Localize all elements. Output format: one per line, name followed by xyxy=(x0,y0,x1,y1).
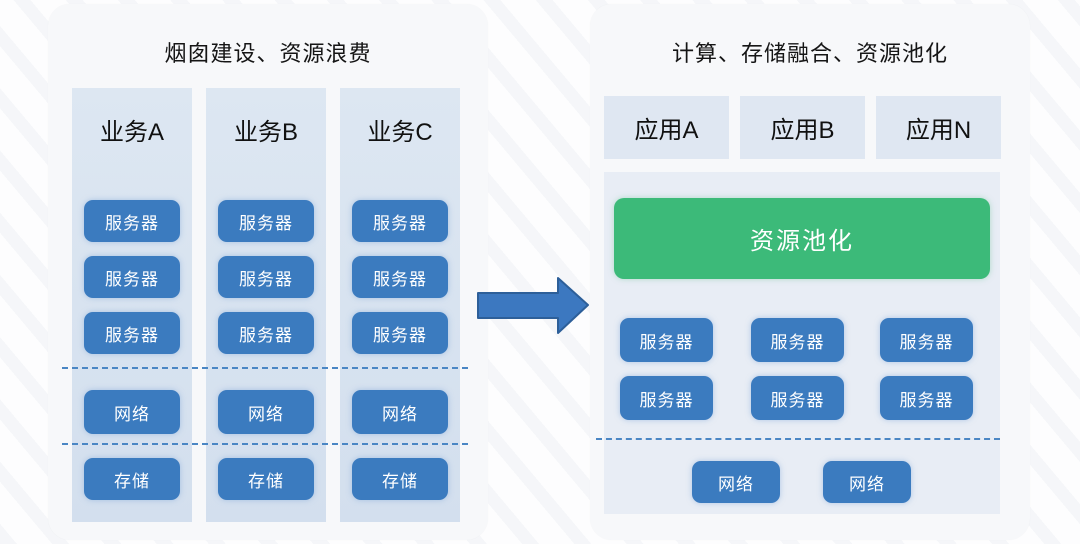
pooled-panel-title: 计算、存储融合、资源池化 xyxy=(671,41,948,66)
network-node: 网络 xyxy=(692,461,780,503)
server-node: 服务器 xyxy=(751,376,844,420)
silo-column-label: 业务C xyxy=(367,119,433,146)
app-box-b: 应用B xyxy=(740,96,865,159)
storage-layer-divider xyxy=(62,443,468,445)
network-node: 网络 xyxy=(218,390,314,434)
silo-column-business-b: 业务B 服务器 服务器 服务器 网络 存储 xyxy=(206,88,326,522)
server-node: 服务器 xyxy=(352,312,448,354)
silo-panel-card: 烟囱建设、资源浪费 业务A 服务器 服务器 服务器 网络 存储 业务B 服务器 … xyxy=(48,4,488,540)
silo-column-business-a: 业务A 服务器 服务器 服务器 网络 存储 xyxy=(72,88,192,522)
storage-node: 存储 xyxy=(84,458,180,500)
storage-node: 存储 xyxy=(352,458,448,500)
network-layer-divider xyxy=(62,367,468,369)
silo-column-label: 业务A xyxy=(99,119,164,146)
resource-pool-container: 资源池化 服务器 服务器 服务器 服务器 服务器 服务器 网络 网络 xyxy=(596,172,1000,514)
server-node: 服务器 xyxy=(84,200,180,242)
server-node: 服务器 xyxy=(84,312,180,354)
silo-column-label: 业务B xyxy=(233,119,298,146)
silo-panel-title: 烟囱建设、资源浪费 xyxy=(164,41,372,66)
resource-pool-banner: 资源池化 xyxy=(614,198,990,279)
server-node: 服务器 xyxy=(880,318,973,362)
server-node: 服务器 xyxy=(84,256,180,298)
server-node: 服务器 xyxy=(218,312,314,354)
server-node: 服务器 xyxy=(880,376,973,420)
server-node: 服务器 xyxy=(352,256,448,298)
server-node: 服务器 xyxy=(218,200,314,242)
storage-node: 存储 xyxy=(218,458,314,500)
silo-column-business-c: 业务C 服务器 服务器 服务器 网络 存储 xyxy=(340,88,460,522)
server-node: 服务器 xyxy=(751,318,844,362)
app-box-n: 应用N xyxy=(876,96,1001,159)
server-node: 服务器 xyxy=(218,256,314,298)
network-node: 网络 xyxy=(823,461,911,503)
server-node: 服务器 xyxy=(352,200,448,242)
right-arrow-icon xyxy=(474,272,594,338)
network-layer-divider xyxy=(596,438,1000,440)
app-box-a: 应用A xyxy=(604,96,729,159)
apps-row: 应用A 应用B 应用N xyxy=(604,96,1001,159)
server-node: 服务器 xyxy=(620,376,713,420)
pooled-panel-card: 计算、存储融合、资源池化 应用A 应用B 应用N 资源池化 服务器 服务器 服务… xyxy=(590,4,1030,540)
server-node: 服务器 xyxy=(620,318,713,362)
network-node: 网络 xyxy=(84,390,180,434)
network-node: 网络 xyxy=(352,390,448,434)
